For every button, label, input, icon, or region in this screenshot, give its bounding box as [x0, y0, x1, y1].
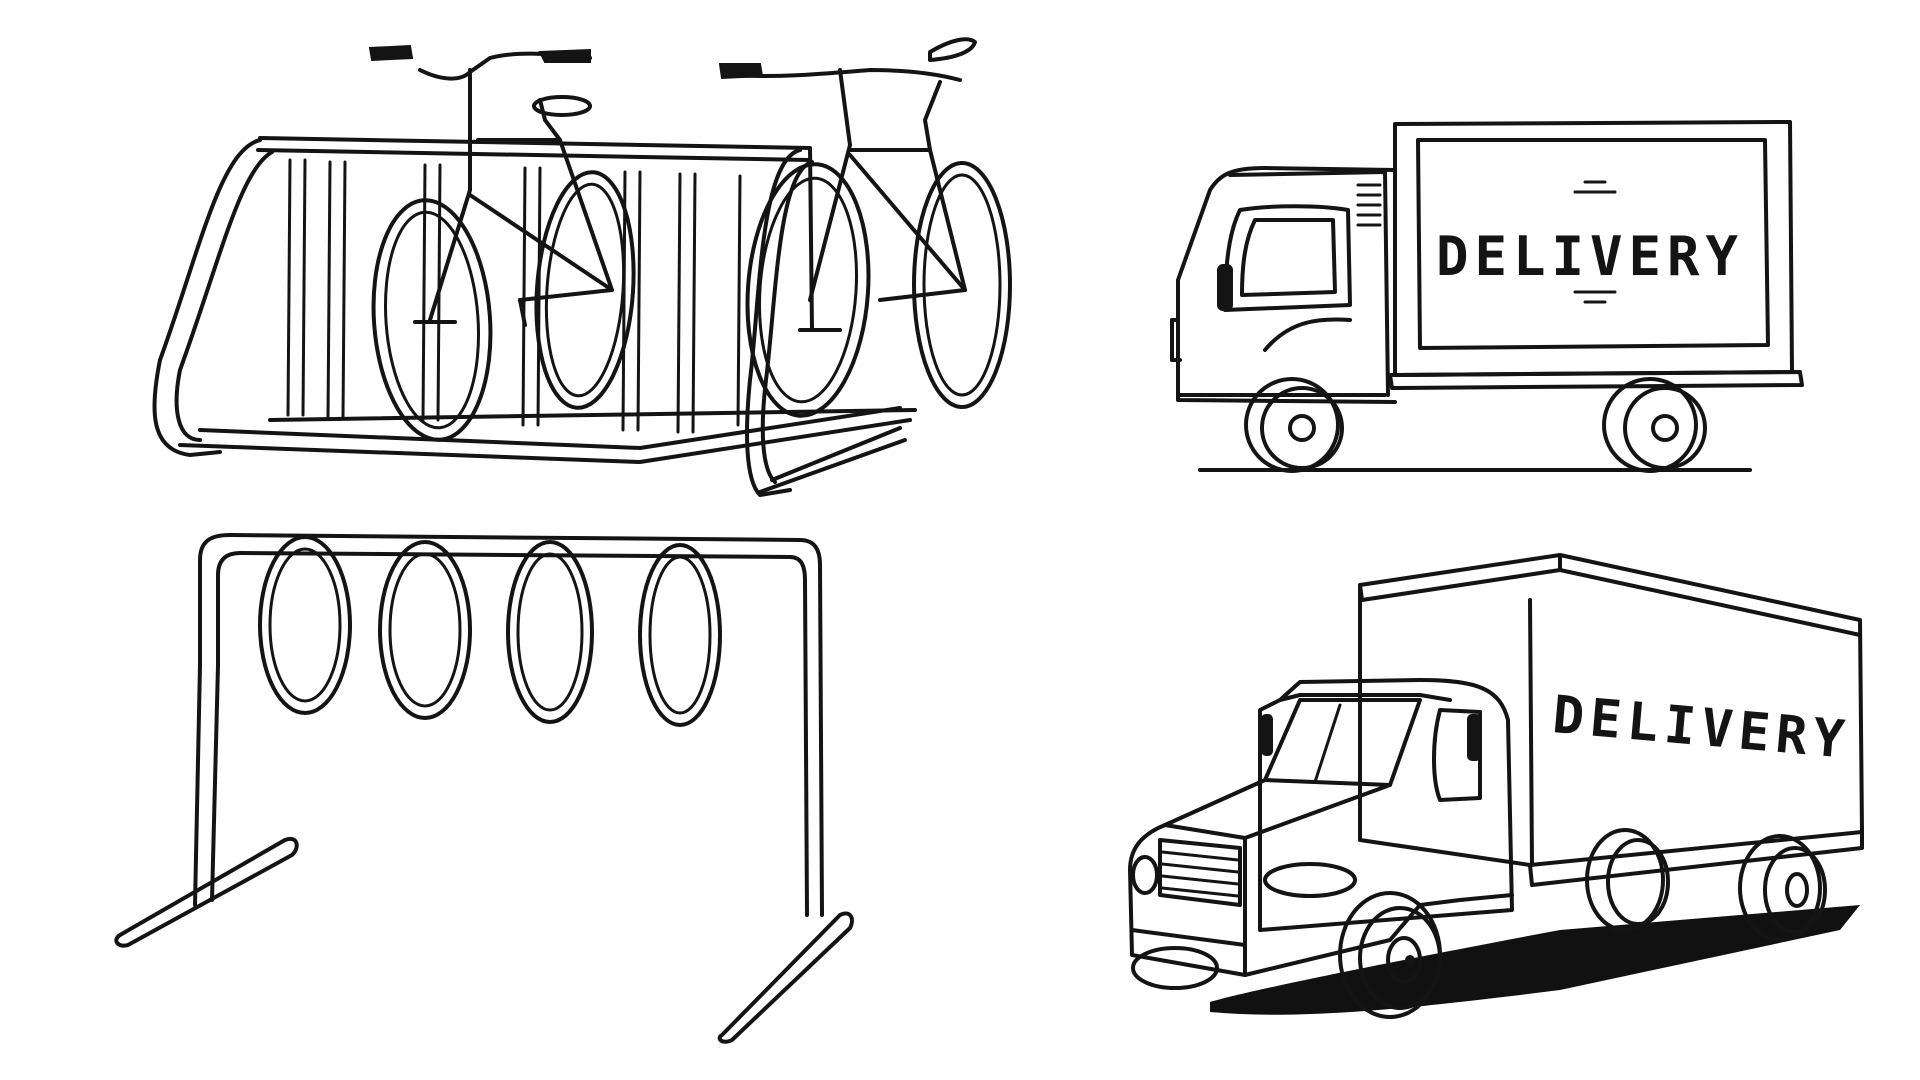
delivery-truck-three-quarter-view: DELIVERY: [1128, 553, 1864, 1019]
rack-loops: [258, 535, 722, 727]
bike-rack-frame: [152, 136, 917, 497]
bicycle-right: [718, 37, 1012, 418]
delivery-label-three-quarter: DELIVERY: [1550, 685, 1853, 771]
bicycle-left: [368, 44, 636, 442]
delivery-label-side: DELIVERY: [1436, 225, 1744, 288]
delivery-sign-side: DELIVERY: [1436, 180, 1744, 304]
delivery-truck-side-view: DELIVERY: [1170, 120, 1804, 473]
bike-rack-with-bicycles: [152, 37, 1012, 497]
loop-bike-rack: [114, 533, 854, 1044]
truck-grille: [1158, 838, 1242, 907]
